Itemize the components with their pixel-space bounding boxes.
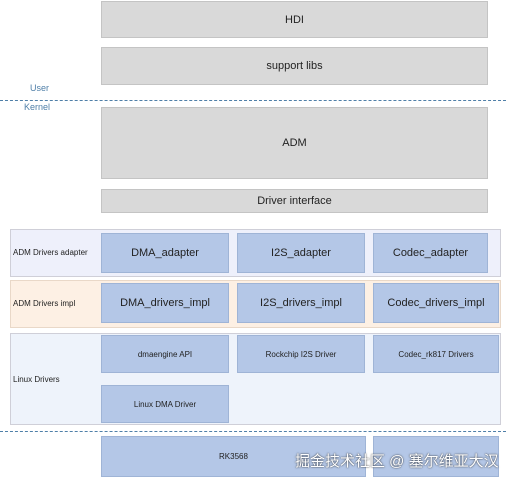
codec-rk817-drivers-label: Codec_rk817 Drivers [398,349,474,359]
impl-band-label: ADM Drivers impl [13,299,76,308]
driver-interface-block: Driver interface [101,189,488,213]
dma-drivers-impl-label: DMA_drivers_impl [120,297,210,309]
adm-label: ADM [282,137,307,149]
codec-drivers-impl-block: Codec_drivers_impl [373,283,499,323]
driver-interface-label: Driver interface [257,195,332,207]
dma-adapter-label: DMA_adapter [131,247,199,259]
dma-drivers-impl-block: DMA_drivers_impl [101,283,229,323]
hdi-label: HDI [285,13,304,26]
kernel-hardware-divider [0,431,506,432]
linux-band-label: Linux Drivers [13,375,60,384]
rockchip-i2s-driver-label: Rockchip I2S Driver [265,349,337,359]
watermark-text: 掘金技术社区 @ 塞尔维亚大汉 [295,453,499,470]
hardware-block-right [373,436,499,477]
support-libs-label: support libs [266,60,323,72]
dma-adapter-block: DMA_adapter [101,233,229,273]
dmaengine-api-label: dmaengine API [137,349,193,359]
user-label: User [30,83,50,93]
rk3568-block: RK3568 [101,436,366,477]
codec-adapter-block: Codec_adapter [373,233,488,273]
kernel-label: Kernel [24,102,51,112]
codec-rk817-drivers-block: Codec_rk817 Drivers [373,335,499,373]
adm-block: ADM [101,107,488,179]
user-kernel-divider [0,100,506,101]
support-libs-block: support libs [101,47,488,85]
i2s-drivers-impl-block: I2S_drivers_impl [237,283,365,323]
i2s-drivers-impl-label: I2S_drivers_impl [260,297,342,309]
dmaengine-api-block: dmaengine API [101,335,229,373]
adapter-band-label: ADM Drivers adapter [13,248,88,257]
i2s-adapter-label: I2S_adapter [271,247,331,259]
linux-dma-driver-block: Linux DMA Driver [101,385,229,423]
linux-dma-driver-label: Linux DMA Driver [133,399,197,409]
rk3568-label: RK3568 [219,452,248,461]
codec-adapter-label: Codec_adapter [392,247,469,259]
rockchip-i2s-driver-block: Rockchip I2S Driver [237,335,365,373]
hdi-block: HDI [101,1,488,38]
codec-drivers-impl-label: Codec_drivers_impl [387,297,485,309]
i2s-adapter-block: I2S_adapter [237,233,365,273]
